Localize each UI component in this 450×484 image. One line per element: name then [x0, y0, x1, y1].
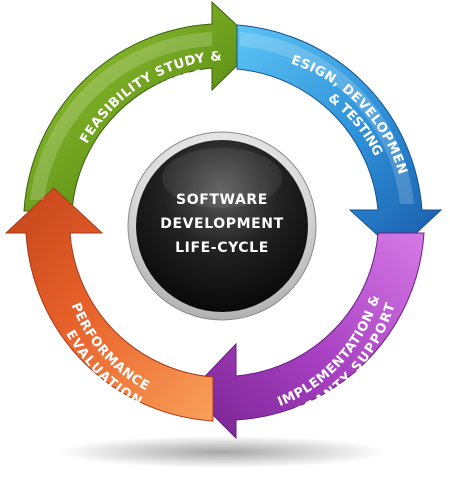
center-title-line3: LIFE-CYCLE [175, 240, 269, 256]
floor-shadow [57, 436, 387, 468]
stage-arrow-implementation [189, 232, 425, 440]
stage-highlight-feasibility [30, 32, 212, 200]
hub-disc [136, 140, 308, 312]
center-title-line1: SOFTWARE [176, 192, 268, 208]
center-title-line2: DEVELOPMENT [160, 216, 284, 232]
stage-arrow-performance [4, 187, 214, 422]
stage-arrow-feasibility [23, 0, 259, 212]
stage-highlight-design [240, 32, 414, 204]
stage-arrow-design [236, 24, 443, 253]
hub-gloss [162, 148, 282, 208]
